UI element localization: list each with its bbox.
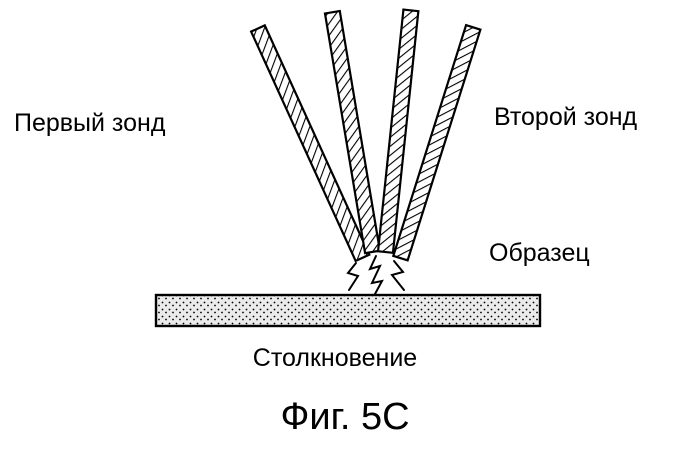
collision-label: Столкновение: [252, 344, 418, 372]
second-probe-label: Второй зонд: [494, 103, 638, 131]
first-probe-outer-rod: [249, 23, 371, 263]
collision-spark-left: [346, 262, 360, 291]
probe-rods: [249, 8, 482, 263]
collision-label-row: Столкновение: [0, 344, 700, 373]
first-probe-inner-rod: [323, 9, 382, 255]
sample-bar: [154, 293, 542, 328]
second-probe-inner-rod: [376, 8, 420, 255]
collision-spark-right: [390, 260, 405, 291]
figure-caption-row: Фиг. 5C: [0, 396, 700, 439]
sample-label: Образец: [489, 239, 590, 267]
second-probe-outer-rod: [391, 23, 482, 262]
collision-marks: [346, 255, 405, 295]
figure-caption: Фиг. 5C: [280, 396, 410, 438]
collision-spark-center: [368, 255, 384, 295]
first-probe-label: Первый зонд: [14, 109, 166, 137]
